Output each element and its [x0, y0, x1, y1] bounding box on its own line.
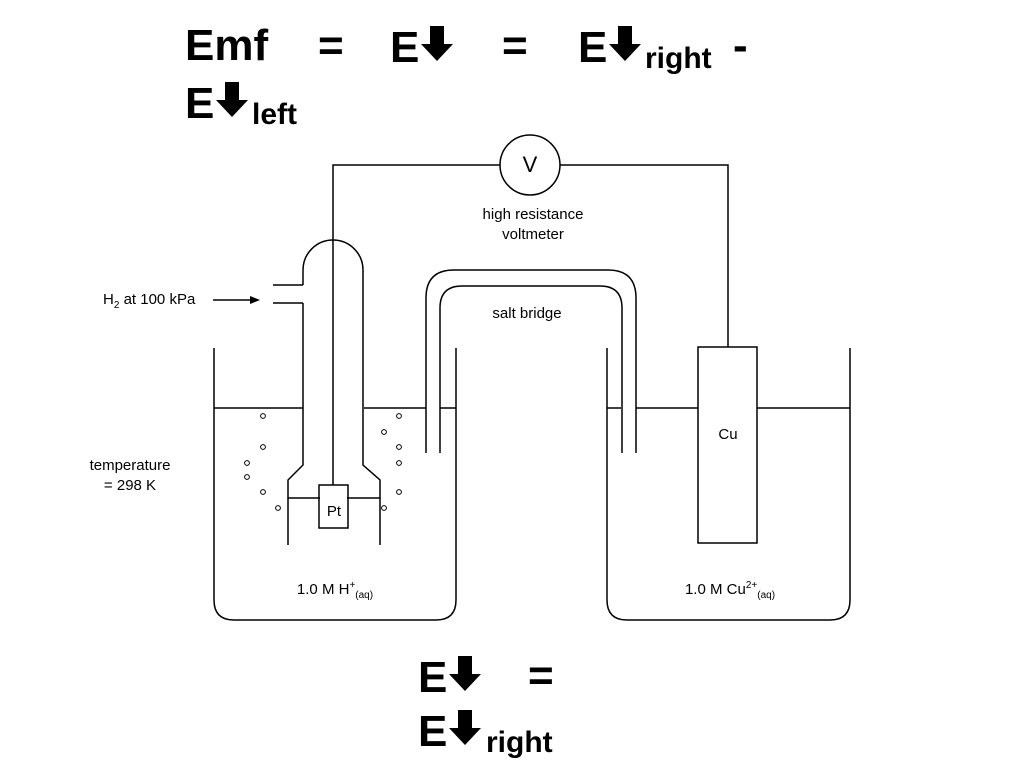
- hydrogen-electrode-tube: [287, 239, 381, 499]
- cu-label: Cu: [718, 426, 738, 443]
- salt-bridge-outer: [425, 269, 637, 453]
- voltmeter-label: high resistance voltmeter: [482, 206, 584, 243]
- right-solution-label: 1.0 M Cu2+(aq): [684, 580, 776, 601]
- h2-arrow-head-icon: [250, 296, 260, 304]
- salt-bridge-inner: [439, 285, 623, 453]
- minus-sign: -: [733, 21, 748, 70]
- right-wire: [560, 164, 729, 347]
- right-subscript: right: [645, 42, 712, 75]
- copper-electrode: [697, 346, 758, 544]
- standard-down-arrow-icon: [449, 656, 482, 691]
- top-equation: Emf = E = E right - E left: [0, 0, 1024, 130]
- bottom-equation: E = E right: [0, 640, 1024, 768]
- standard-down-arrow-icon: [449, 710, 482, 745]
- voltmeter-symbol: V: [522, 152, 538, 177]
- bottom-equals-sign: =: [528, 651, 554, 700]
- h2-label: H2 at 100 kPa: [103, 291, 196, 311]
- equals-sign-1: =: [318, 21, 344, 70]
- e-right-symbol: E: [578, 24, 643, 70]
- emf-symbol: Emf: [185, 21, 269, 70]
- standard-down-arrow-icon: [609, 26, 642, 61]
- left-beaker: [213, 348, 457, 621]
- salt-bridge-label: salt bridge: [492, 305, 562, 322]
- equals-sign-2: =: [502, 21, 528, 70]
- standard-down-arrow-icon: [421, 26, 454, 61]
- hydrogen-bubbles: [244, 413, 402, 511]
- bottom-right-subscript: right: [486, 726, 553, 759]
- bottom-e-right-symbol: E: [418, 708, 483, 754]
- bottom-e-cell-symbol: E: [418, 654, 483, 700]
- e-left-symbol: E: [185, 80, 250, 126]
- left-wire: [332, 164, 500, 485]
- temperature-label: temperature = 298 K: [89, 457, 171, 494]
- right-beaker: [606, 348, 851, 621]
- standard-down-arrow-icon: [216, 82, 249, 117]
- left-solution-label: 1.0 M H+(aq): [296, 580, 374, 601]
- platinum-electrode: [318, 484, 349, 529]
- voltmeter-circle: [499, 134, 561, 196]
- left-subscript: left: [252, 98, 297, 131]
- e-cell-symbol: E: [390, 24, 455, 70]
- pt-label: Pt: [326, 503, 342, 520]
